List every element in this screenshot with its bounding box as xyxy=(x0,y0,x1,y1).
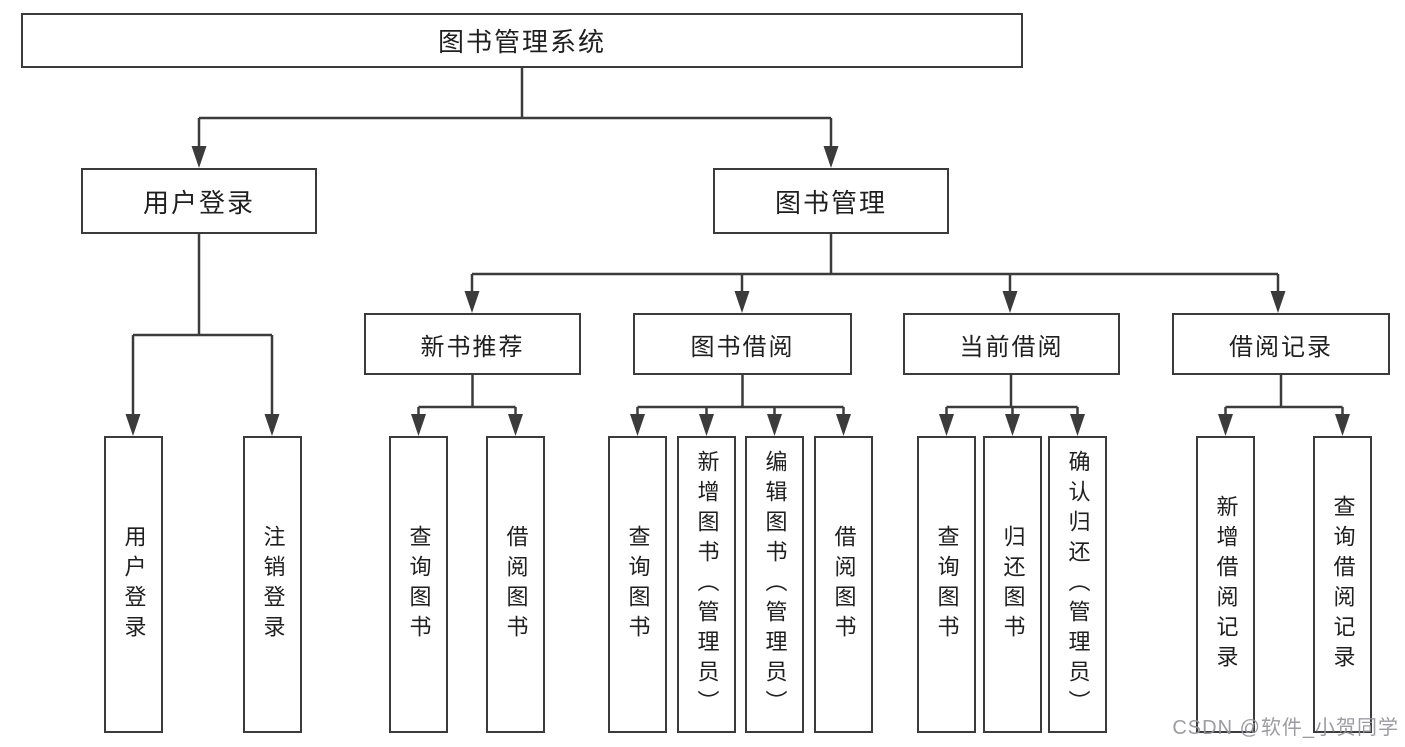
node-label: 图书管理 xyxy=(774,187,887,218)
leaf-query-books-current: 查询图书 xyxy=(917,436,976,733)
node-label: 借阅图书 xyxy=(503,524,529,645)
leaf-edit-book-admin: 编辑图书（管理员） xyxy=(745,436,804,733)
leaf-add-borrow-record: 新增借阅记录 xyxy=(1196,436,1255,733)
leaf-borrow-books-recommend: 借阅图书 xyxy=(486,436,545,733)
connector-bookmgmt-to-level3 xyxy=(470,234,1280,295)
leaf-add-book-admin: 新增图书（管理员） xyxy=(677,436,736,733)
leaf-confirm-return-admin: 确认归还（管理员） xyxy=(1048,436,1107,733)
connector-userlogin-to-leaves xyxy=(131,234,274,418)
leaf-logout: 注销登录 xyxy=(243,436,302,733)
node-label: 借阅记录 xyxy=(1229,333,1333,361)
connector-borrowing-to-leaves xyxy=(636,375,845,418)
node-label: 确认归还（管理员） xyxy=(1065,449,1091,720)
leaf-query-borrow-record: 查询借阅记录 xyxy=(1313,436,1372,733)
node-label: 新增图书（管理员） xyxy=(694,449,720,720)
node-label: 查询图书 xyxy=(406,524,432,645)
leaf-user-login: 用户登录 xyxy=(104,436,163,733)
connector-newbook-to-leaves xyxy=(417,375,517,418)
node-label: 新书推荐 xyxy=(420,333,525,361)
node-label: 查询图书 xyxy=(625,524,651,645)
node-new-book-recommendation: 新书推荐 xyxy=(364,313,581,375)
node-label: 归还图书 xyxy=(1000,524,1026,645)
node-label: 新增借阅记录 xyxy=(1213,494,1239,675)
node-label: 当前借阅 xyxy=(959,333,1064,361)
connector-root-to-level2 xyxy=(197,68,833,150)
node-label: 图书管理系统 xyxy=(437,27,606,57)
csdn-watermark: CSDN @软件_小贺同学 xyxy=(1172,717,1399,739)
node-label: 编辑图书（管理员） xyxy=(762,449,788,720)
leaf-borrow-books-borrowing: 借阅图书 xyxy=(814,436,873,733)
node-book-management: 图书管理 xyxy=(713,168,949,234)
node-current-borrowing: 当前借阅 xyxy=(903,313,1120,375)
node-label: 图书借阅 xyxy=(690,333,795,361)
node-label: 查询借阅记录 xyxy=(1330,494,1356,675)
node-label: 借阅图书 xyxy=(831,524,857,645)
node-label: 用户登录 xyxy=(121,524,147,645)
leaf-query-books-borrowing: 查询图书 xyxy=(608,436,667,733)
connector-current-to-leaves xyxy=(945,375,1079,418)
node-library-management-system: 图书管理系统 xyxy=(21,13,1023,68)
node-label: 注销登录 xyxy=(260,524,286,645)
node-user-login: 用户登录 xyxy=(81,168,317,234)
leaf-query-books-recommend: 查询图书 xyxy=(389,436,448,733)
node-label: 查询图书 xyxy=(934,524,960,645)
leaf-return-books: 归还图书 xyxy=(983,436,1042,733)
node-borrowing-records: 借阅记录 xyxy=(1172,313,1390,375)
connector-records-to-leaves xyxy=(1224,375,1344,418)
node-label: 用户登录 xyxy=(142,187,255,218)
node-book-borrowing: 图书借阅 xyxy=(633,313,852,375)
